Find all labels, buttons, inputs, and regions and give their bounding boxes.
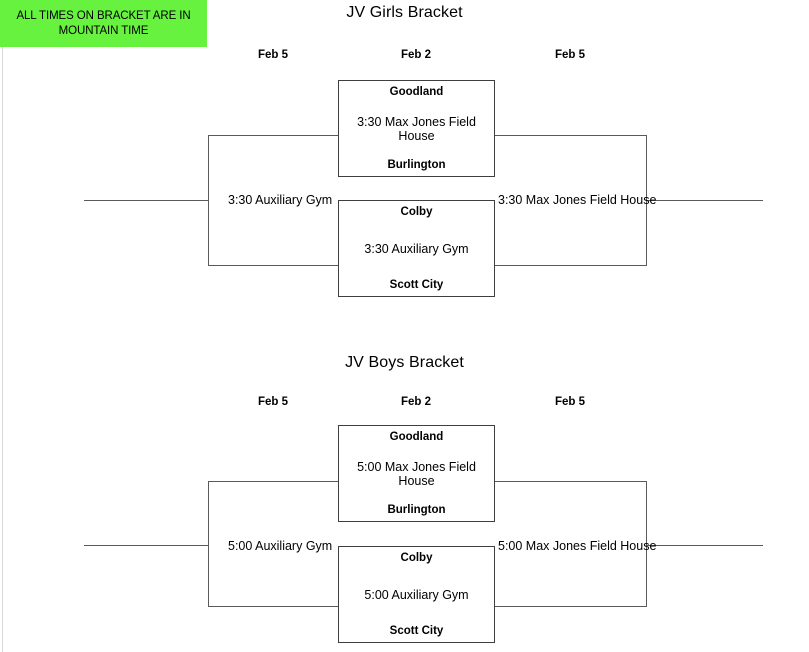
- girls-round-date-2: Feb 2: [400, 49, 432, 61]
- boys-round-date-2: Feb 2: [400, 396, 432, 408]
- mountain-time-notice-banner: ALL TIMES ON BRACKET ARE IN MOUNTAIN TIM…: [0, 0, 207, 47]
- boys-semifinal-upper-box: Goodland 5:00 Max Jones Field House Burl…: [338, 425, 495, 522]
- girls-semifinal-upper-bottom-team: Burlington: [387, 159, 446, 171]
- boys-right-game-label: 5:00 Max Jones Field House: [498, 539, 657, 553]
- girls-semifinal-lower-venue: 3:30 Auxiliary Gym: [364, 241, 469, 256]
- boys-semifinal-upper-top-team: Goodland: [389, 431, 444, 443]
- boys-semifinal-lower-top-team: Colby: [400, 552, 433, 564]
- girls-right-game-label: 3:30 Max Jones Field House: [498, 193, 657, 207]
- girls-left-game-label: 3:30 Auxiliary Gym: [228, 193, 333, 207]
- girls-left-feed-line: [84, 200, 208, 201]
- boys-left-connector: [208, 481, 339, 607]
- boys-semifinal-upper-venue: 5:00 Max Jones Field House: [357, 459, 476, 488]
- girls-semifinal-lower-top-team: Colby: [400, 206, 433, 218]
- boys-round-dates: Feb 5 Feb 2 Feb 5: [0, 396, 809, 410]
- boys-bracket-title: JV Boys Bracket: [345, 354, 464, 371]
- girls-semifinal-upper-box: Goodland 3:30 Max Jones Field House Burl…: [338, 80, 495, 177]
- mountain-time-notice-text: ALL TIMES ON BRACKET ARE IN MOUNTAIN TIM…: [16, 9, 191, 37]
- girls-bracket-title: JV Girls Bracket: [346, 4, 463, 21]
- boys-left-game-label: 5:00 Auxiliary Gym: [228, 539, 333, 553]
- girls-semifinal-lower-box: Colby 3:30 Auxiliary Gym Scott City: [338, 200, 495, 297]
- girls-semifinal-upper-venue: 3:30 Max Jones Field House: [357, 114, 476, 143]
- girls-semifinal-lower-bottom-team: Scott City: [389, 279, 444, 291]
- boys-left-feed-line: [84, 545, 208, 546]
- boys-semifinal-upper-bottom-team: Burlington: [387, 504, 446, 516]
- boys-semifinal-lower-bottom-team: Scott City: [389, 625, 444, 637]
- boys-semifinal-lower-box: Colby 5:00 Auxiliary Gym Scott City: [338, 546, 495, 643]
- page-margin-rule: [2, 0, 3, 652]
- boys-round-date-1: Feb 5: [257, 396, 289, 408]
- girls-semifinal-upper-top-team: Goodland: [389, 86, 444, 98]
- boys-right-feed-line: [646, 545, 763, 546]
- girls-right-feed-line: [646, 200, 763, 201]
- boys-semifinal-lower-venue: 5:00 Auxiliary Gym: [364, 587, 469, 602]
- girls-round-dates: Feb 5 Feb 2 Feb 5: [0, 49, 809, 63]
- girls-round-date-1: Feb 5: [257, 49, 289, 61]
- boys-right-connector: [495, 481, 647, 607]
- girls-round-date-3: Feb 5: [554, 49, 586, 61]
- boys-round-date-3: Feb 5: [554, 396, 586, 408]
- girls-left-connector: [208, 135, 339, 266]
